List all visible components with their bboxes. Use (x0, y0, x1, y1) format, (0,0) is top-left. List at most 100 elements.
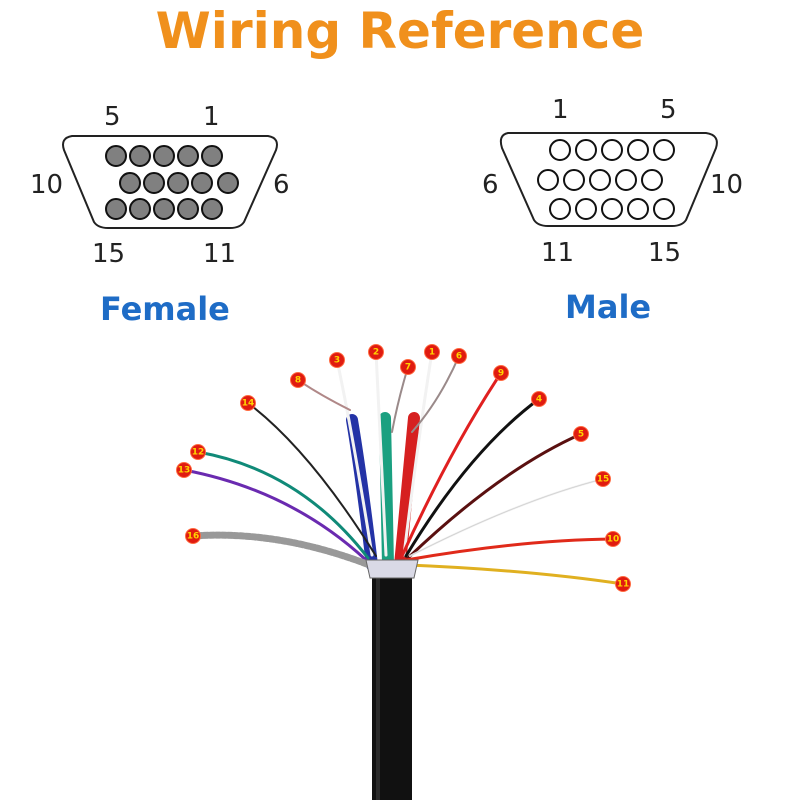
male-pin-number-left: 6 (482, 170, 499, 200)
female-connector: 5 1 10 6 15 11 (30, 102, 290, 269)
male-pin (653, 139, 675, 161)
male-pin (575, 139, 597, 161)
female-pin (129, 145, 151, 167)
female-pin (177, 145, 199, 167)
male-pin-number-top-left: 1 (552, 95, 569, 125)
male-pin-number-right: 10 (710, 170, 743, 200)
wire-tag-number: 10 (607, 535, 620, 545)
female-label: Female (100, 290, 230, 328)
wire-tag-circle (176, 462, 192, 478)
wire-15-edge (409, 478, 604, 557)
cable-crimp (365, 559, 419, 579)
wire-14 (247, 402, 377, 557)
wire-9 (400, 371, 503, 558)
wire-tag-circle (573, 426, 589, 442)
female-pin (119, 172, 141, 194)
wire-tag-10: 10 (605, 531, 621, 547)
female-pin (105, 198, 127, 220)
female-pin (201, 198, 223, 220)
female-pin-number-top-right: 1 (203, 102, 220, 132)
page-title: Wiring Reference (155, 2, 645, 60)
wire-tag-circle (368, 344, 384, 360)
male-pin (589, 169, 611, 191)
wire-11 (406, 563, 625, 586)
wire-tag-circle (493, 365, 509, 381)
male-pin (549, 198, 571, 220)
wire-tag-number: 8 (295, 376, 301, 386)
male-pin-grid (537, 139, 675, 220)
wire-tag-number: 15 (597, 475, 610, 485)
male-pin (653, 198, 675, 220)
wire-5 (406, 432, 583, 560)
wire-tag-number: 4 (536, 395, 542, 405)
wire-tag-circle (185, 528, 201, 544)
female-pin (177, 198, 199, 220)
wire-2 (374, 350, 388, 557)
wire-tag-circle (424, 344, 440, 360)
female-pin-number-bottom-right: 11 (203, 239, 236, 269)
wire-tag-circle (605, 531, 621, 547)
wire-tag-number: 12 (192, 448, 205, 458)
male-pin-number-top-right: 5 (660, 95, 677, 125)
wire-tag-8: 8 (290, 372, 306, 388)
wire-16 (189, 531, 376, 570)
female-pin (129, 198, 151, 220)
male-pin (641, 169, 663, 191)
wire-1 (402, 350, 434, 557)
wire-tag-number: 5 (578, 430, 584, 440)
wire-tag-13: 13 (176, 462, 192, 478)
wire-tag-14: 14 (240, 395, 256, 411)
wire-6 (411, 355, 460, 433)
wire-tag-12: 12 (190, 444, 206, 460)
male-pin (601, 139, 623, 161)
wire-13 (182, 468, 368, 562)
male-pin (537, 169, 559, 191)
male-label: Male (565, 288, 652, 326)
wire-tag-number: 14 (242, 399, 255, 409)
wire-tag-circle (451, 348, 467, 364)
coax-jacket-2 (379, 412, 394, 571)
wire-bundle (182, 350, 625, 586)
wire-7 (391, 366, 409, 433)
wire-tag-circle (240, 395, 256, 411)
wire-tag-number: 6 (456, 352, 462, 362)
male-pin (601, 198, 623, 220)
wire-tag-circle (329, 352, 345, 368)
wire-tag-7: 7 (400, 359, 416, 375)
wire-10 (404, 537, 615, 562)
female-pin (217, 172, 239, 194)
female-pin-number-bottom-left: 15 (92, 239, 125, 269)
wire-tag-number: 3 (334, 356, 340, 366)
wire-tag-circle (190, 444, 206, 460)
wire-tag-circle (615, 576, 631, 592)
male-pin-number-bottom-left: 11 (541, 238, 574, 268)
wire-tag-3: 3 (329, 352, 345, 368)
wire-tag-6: 6 (451, 348, 467, 364)
wire-12 (196, 450, 370, 560)
male-pin (563, 169, 585, 191)
female-pin (143, 172, 165, 194)
male-pin-number-bottom-right: 15 (648, 238, 681, 268)
wire-tag-circle (595, 471, 611, 487)
male-pin (627, 139, 649, 161)
wire-tag-number: 7 (405, 363, 411, 373)
male-pin (627, 198, 649, 220)
wire-tag-4: 4 (531, 391, 547, 407)
female-shell-outline (62, 135, 278, 229)
wire-tag-number: 1 (429, 348, 435, 358)
female-pin (167, 172, 189, 194)
wire-tag-16: 16 (185, 528, 201, 544)
female-pin (153, 145, 175, 167)
wire-tag-number: 16 (187, 532, 200, 542)
female-pin (191, 172, 213, 194)
male-pin (549, 139, 571, 161)
female-pin (153, 198, 175, 220)
wire-tag-circle (531, 391, 547, 407)
male-shell-outline (499, 132, 718, 227)
wire-tag-number: 11 (617, 580, 630, 590)
wire-tag-number: 9 (498, 369, 504, 379)
wire-3 (335, 358, 374, 557)
